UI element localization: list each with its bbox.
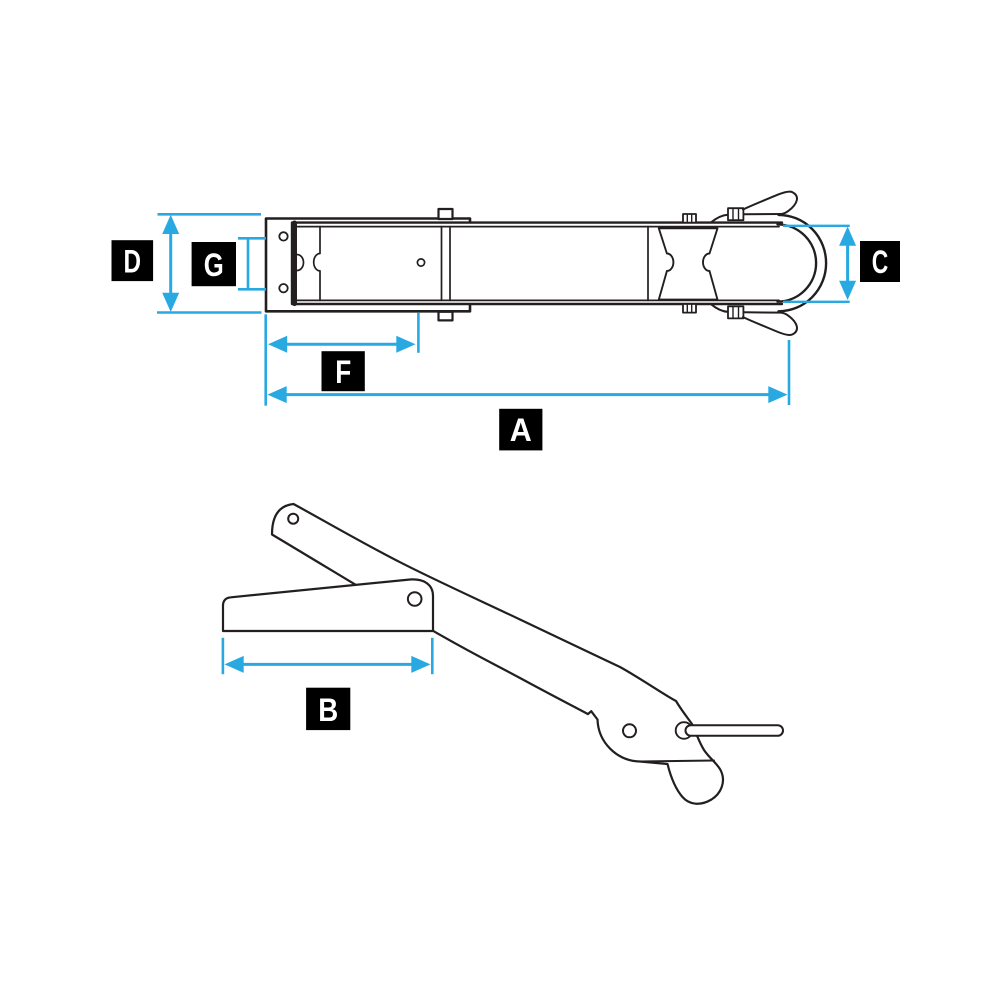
svg-text:F: F <box>335 354 351 390</box>
svg-text:C: C <box>872 244 889 280</box>
svg-text:A: A <box>510 412 532 448</box>
svg-text:G: G <box>204 247 224 283</box>
svg-text:B: B <box>318 692 338 728</box>
svg-text:D: D <box>124 243 142 279</box>
